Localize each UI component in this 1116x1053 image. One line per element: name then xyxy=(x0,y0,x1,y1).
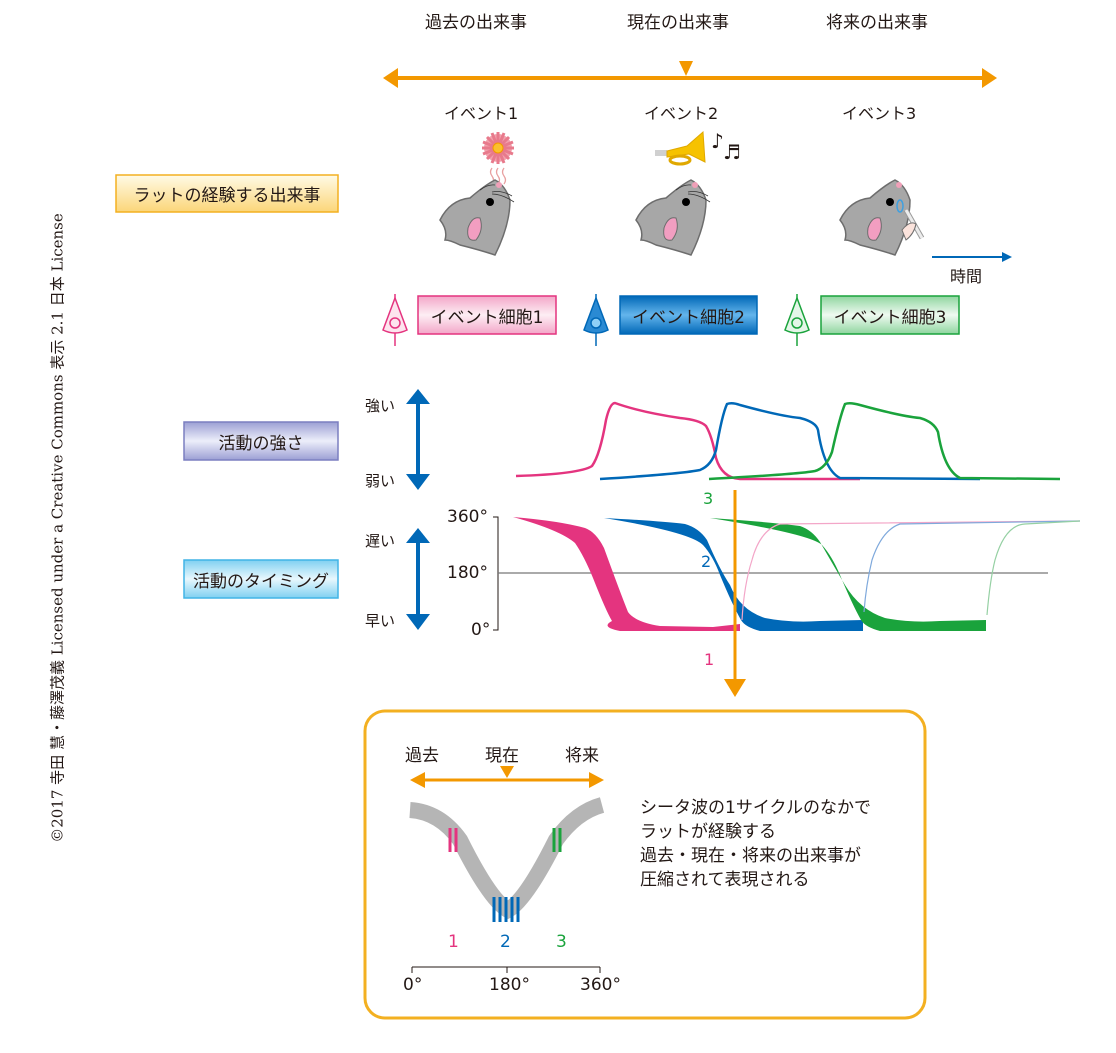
inset-number-1: 1 xyxy=(448,932,459,952)
past-events-label: 過去の出来事 xyxy=(425,13,527,33)
intensity-low-label: 弱い xyxy=(365,472,396,490)
spikes-cell-2 xyxy=(492,897,520,922)
timeline-arrow xyxy=(383,61,997,88)
inset-future-label: 将来 xyxy=(565,746,599,766)
return-line-cell-3 xyxy=(986,520,1081,616)
inset-tick-180: 180° xyxy=(489,975,530,995)
inset-note-line: 過去・現在・将来の出来事が xyxy=(640,846,861,866)
timing-axis-arrow xyxy=(406,528,430,630)
rat-icon xyxy=(439,179,515,256)
experience-label: ラットの経験する出来事 xyxy=(133,186,321,206)
inset-tick-360: 360° xyxy=(580,975,621,995)
timing-band-cell-1 xyxy=(513,517,740,631)
future-events-label: 将来の出来事 xyxy=(826,13,928,33)
intensity-curve-cell-2 xyxy=(599,401,981,481)
intensity-label-box xyxy=(183,421,339,461)
tick-360: 360° xyxy=(447,507,488,527)
inset-timeline-arrow xyxy=(410,766,604,788)
event-cell-2-neuron-icon xyxy=(583,294,609,346)
timing-return-lines xyxy=(741,520,1081,621)
spikes-cell-1 xyxy=(448,828,458,852)
trumpet-icon: ♪ ♬ xyxy=(655,129,741,166)
rat-icon xyxy=(839,179,925,256)
intensity-curve-cell-1 xyxy=(515,401,860,481)
svg-text:♬: ♬ xyxy=(723,140,741,164)
timing-label-box xyxy=(183,559,339,599)
theta-cycle-inset xyxy=(363,709,927,1020)
time-label: 時間 xyxy=(950,267,983,286)
return-line-cell-2 xyxy=(863,520,1081,613)
timing-late-label: 遅い xyxy=(365,532,396,550)
inset-past-label: 過去 xyxy=(405,746,439,766)
event-cell-2-label: イベント細胞2 xyxy=(632,307,745,328)
intensity-label: 活動の強さ xyxy=(218,433,304,454)
inset-phase-axis xyxy=(411,966,601,973)
inset-number-3: 3 xyxy=(556,932,567,952)
intensity-axis-arrow xyxy=(406,389,430,490)
intensity-high-label: 強い xyxy=(365,397,396,415)
inset-present-marker-icon xyxy=(500,766,514,778)
inset-note-line: ラットが経験する xyxy=(640,822,776,842)
svg-text:♪: ♪ xyxy=(711,129,724,153)
tick-0: 0° xyxy=(471,620,491,640)
event-3-label: イベント3 xyxy=(842,104,917,123)
marker-2: 2 xyxy=(701,552,712,571)
phase-axis xyxy=(493,516,1048,631)
inset-note: シータ波の1サイクルのなかで ラットが経験する 過去・現在・将来の出来事が 圧縮… xyxy=(640,796,871,892)
return-line-cell-1 xyxy=(741,520,1081,621)
marker-1: 1 xyxy=(704,650,715,669)
theta-wave xyxy=(409,797,605,920)
rat-icon xyxy=(635,179,711,256)
marker-3: 3 xyxy=(703,489,714,508)
time-arrow xyxy=(932,252,1012,262)
event-cell-3-box xyxy=(820,295,960,335)
event-2-label: イベント2 xyxy=(644,104,719,123)
timing-early-label: 早い xyxy=(365,612,396,630)
current-time-arrow xyxy=(724,490,746,697)
flower-icon xyxy=(482,132,514,185)
event-cell-2-box xyxy=(619,295,758,335)
present-marker-icon xyxy=(679,61,693,76)
inset-note-line: シータ波の1サイクルのなかで xyxy=(640,798,871,818)
inset-present-label: 現在 xyxy=(485,746,519,766)
sweat-drop-icon xyxy=(896,199,904,213)
inset-note-line: 圧縮されて表現される xyxy=(640,870,810,890)
intensity-curves xyxy=(515,401,1061,481)
spikes-cell-3 xyxy=(552,828,562,852)
timing-label: 活動のタイミング xyxy=(193,571,329,592)
event-1-label: イベント1 xyxy=(444,104,519,123)
timing-bands xyxy=(513,517,986,631)
tick-180: 180° xyxy=(447,563,488,583)
event-cell-3-label: イベント細胞3 xyxy=(833,307,947,328)
inset-number-2: 2 xyxy=(500,932,511,952)
event-cell-3-neuron-icon xyxy=(784,294,810,346)
event-cell-1-box xyxy=(417,295,557,335)
experience-label-box xyxy=(115,174,339,213)
intensity-curve-cell-3 xyxy=(708,401,1061,481)
present-events-label: 現在の出来事 xyxy=(627,13,729,33)
event-cell-1-neuron-icon xyxy=(382,294,408,346)
inset-tick-0: 0° xyxy=(403,975,423,995)
event-cell-1-label: イベント細胞1 xyxy=(430,307,544,328)
